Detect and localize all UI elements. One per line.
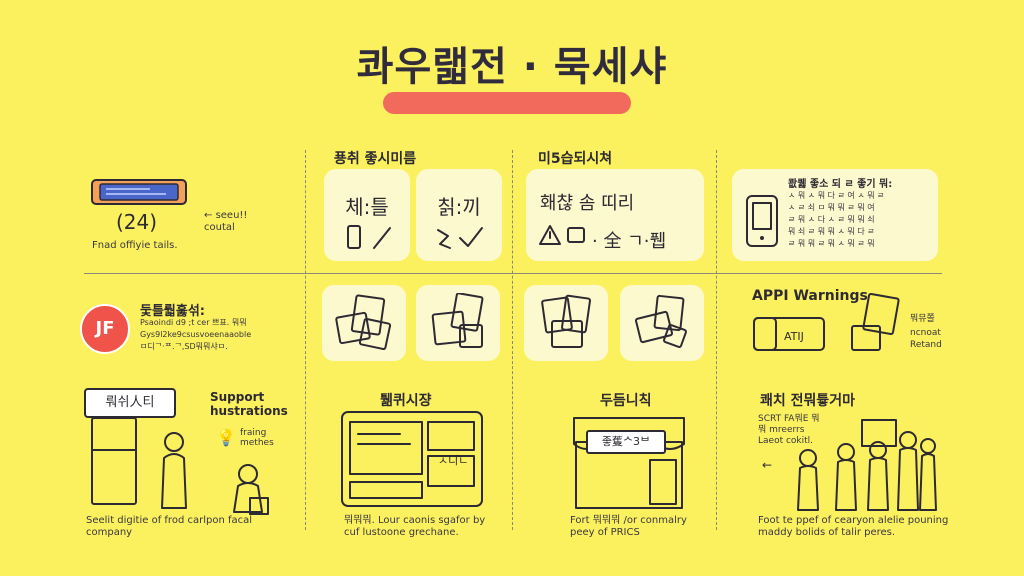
notes-icon	[851, 292, 900, 351]
documents-card-2	[416, 285, 500, 361]
row3-col3-caption: Fort 뭐뭐뭐 /or conmalry peey of PRICS	[570, 515, 687, 538]
lightbulb-icon: 💡	[216, 428, 236, 447]
people-group-icon	[797, 419, 937, 511]
phone-icon	[746, 195, 778, 247]
card-device-icon	[753, 317, 825, 351]
warning-card: 홰챦 솜 띠리 · 全 ㄱ·퓁	[526, 169, 704, 261]
jf-badge: JF	[80, 304, 130, 354]
hand-check-icon	[437, 227, 483, 249]
row3-col2-header: 퉮퀴시쟝	[380, 393, 432, 409]
info-card-line: 뭐 쇠 ㄹ 뭐 뭐 ㅅ 뭐 다 ㄹ	[788, 227, 875, 236]
arrow-left-icon: ←	[204, 210, 216, 221]
title-underline-bar	[383, 92, 631, 114]
child-icon	[233, 464, 269, 515]
support-sign: 뤄쉬人티	[84, 388, 176, 418]
documents-icon	[541, 294, 591, 348]
support-label: Support hustrations	[210, 390, 288, 418]
info-card-line: ㄹ 뭐 뭐 ㄹ 뭐 ㅅ 뭐 ㄹ 뭐	[788, 239, 875, 248]
row2-col1-line: Psaoindi d9 ;t cer 쁘표. 뭐뭐	[140, 318, 247, 327]
door-icon	[91, 417, 137, 505]
api-card-text: ATIJ	[784, 330, 804, 343]
kiosk-icon	[341, 411, 483, 507]
documents-icon	[431, 293, 484, 348]
feature-card-2: 칡:끼	[416, 169, 502, 261]
warning-icon	[539, 225, 585, 245]
row3-col1-caption: Seelit digitie of frod carlpon facal com…	[86, 515, 253, 538]
arrow-note: ← seeu!! coutal	[204, 210, 248, 233]
row3-col2-caption: 뭐뭐뭐. Lour caonis sgafor by cuf lustoone …	[344, 515, 486, 538]
divider-v2	[512, 150, 513, 530]
arrow-left-icon: ←	[762, 458, 773, 472]
row2-col1-line: Gys9l2ke9csusvoeenaaoble	[140, 330, 252, 339]
col1-caption: Fnad offiyie tails.	[92, 240, 178, 251]
documents-icon	[634, 294, 687, 348]
info-card-line: ㅅ 뭐 ㅅ 뭐 다 ㄹ 여 ㅅ 뭐 ㄹ	[788, 191, 885, 200]
api-note-line: ncnoat	[910, 328, 941, 338]
documents-card-1	[322, 285, 406, 361]
device-icon	[91, 179, 187, 205]
row3-col4-left-text: SCRT FA뭐E 뭐뭐 mreerrs Laeot cokitl.	[758, 414, 820, 446]
warning-card-line2: · 全 ㄱ·퓁	[592, 231, 667, 252]
api-warnings-header: APPI Warnings	[752, 288, 868, 304]
col2-header: 푱취 좋시미름	[334, 151, 417, 167]
warning-card-line1: 홰챦 솜 띠리	[540, 193, 635, 214]
page-title: 콰우랣전 · 묵세샤	[356, 44, 668, 90]
info-card: 쾂퀧 좋소 되 ㄹ 좋기 뭐: ㅅ 뭐 ㅅ 뭐 다 ㄹ 여 ㅅ 뭐 ㄹ ㅅ ㄹ …	[732, 169, 938, 261]
row3-col4-caption: Foot te ppef of cearyon alelie pouning m…	[758, 515, 949, 538]
person-icon	[161, 432, 187, 509]
documents-card-4	[620, 285, 704, 361]
divider-v3	[716, 150, 717, 530]
shop-icon	[573, 417, 685, 509]
row3-col3-header: 두듬니칙	[600, 393, 652, 409]
feature-card-1: 체:틀	[324, 169, 410, 261]
support-bubble: fraing methes	[240, 428, 274, 448]
divider-v1	[305, 150, 306, 530]
divider-h	[84, 273, 942, 274]
kiosk-screen-tag: ㅅ디ㄴ	[438, 454, 469, 467]
device-count: (24)	[116, 210, 158, 234]
info-card-line: ㅅ ㄹ 쇠 ㅁ 뭐 뭐 ㄹ 뭐 여	[788, 203, 875, 212]
info-card-header: 쾂퀧 좋소 되 ㄹ 좋기 뭐:	[788, 179, 893, 190]
api-note-line: Retand	[910, 340, 942, 350]
card2-text: 칡:끼	[437, 195, 481, 219]
documents-card-3	[524, 285, 608, 361]
col3-header: 미5습되시쳐	[538, 151, 613, 167]
row2-col1-line: ㅁ디ᄀ·ᄑ.ᄀ,SD뭐뭐샤ㅁ.	[140, 342, 228, 351]
row2-col1-header: 둧틀뤏훓섞:	[140, 304, 205, 319]
row3-col4-header: 쾌치 전뭐튷거마	[760, 393, 856, 409]
info-card-line: ㄹ 뭐 ㅅ 다 ㅅ ㄹ 뭐 뭐 쇠	[788, 215, 875, 224]
documents-icon	[335, 294, 392, 351]
api-note-line: 뭐뮤쫄	[910, 314, 935, 324]
phone-pencil-icon	[347, 225, 391, 249]
shop-sign: 좋蒦ᄉ3ᄇ	[586, 430, 666, 454]
card1-text: 체:틀	[345, 195, 389, 219]
